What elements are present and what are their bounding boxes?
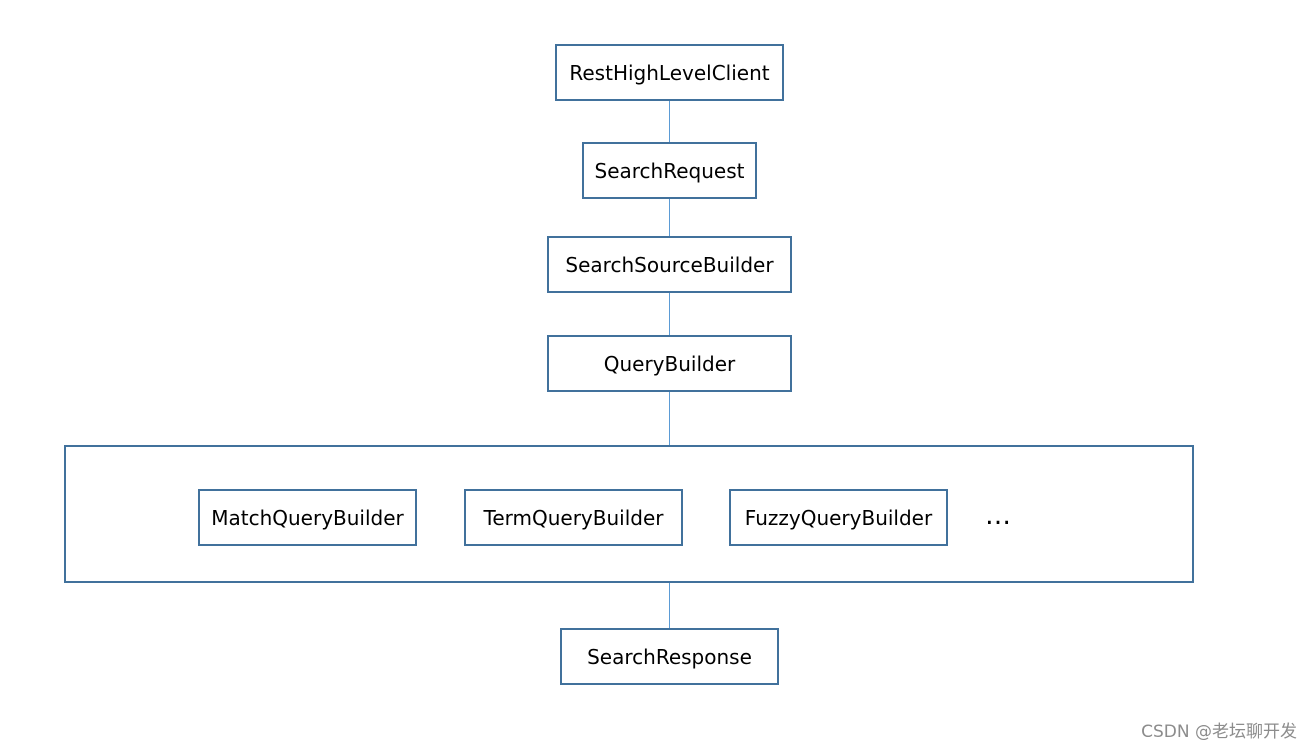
watermark-text: CSDN @老坛聊开发 [1141,722,1297,742]
node-search-response: SearchResponse [560,628,779,685]
more-builders-ellipsis: … [985,501,1011,531]
node-term-query-builder: TermQueryBuilder [464,489,683,546]
node-query-builder: QueryBuilder [547,335,792,392]
node-match-query-builder: MatchQueryBuilder [198,489,417,546]
query-builder-types-group [64,445,1194,583]
node-rest-high-level-client: RestHighLevelClient [555,44,784,101]
node-search-request: SearchRequest [582,142,757,199]
node-search-source-builder: SearchSourceBuilder [547,236,792,293]
node-fuzzy-query-builder: FuzzyQueryBuilder [729,489,948,546]
